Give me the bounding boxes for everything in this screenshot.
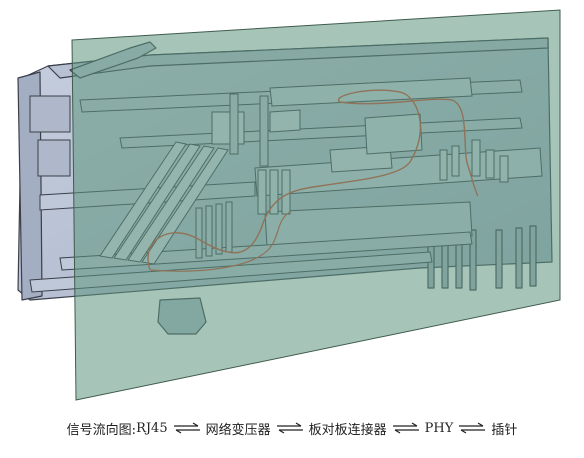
stage-network-transformer: 网络变压器 [205,422,271,438]
stage-pins: 插针 [491,422,518,438]
section-plane [71,9,561,401]
bidirectional-arrow-icon [276,422,303,434]
stage-phy: PHY [424,420,454,436]
stage-board-to-board-connector: 板对板连接器 [308,422,387,438]
cross-section-figure [17,9,561,401]
stage-rj45: RJ45 [136,420,168,436]
caption-prefix: 信号流向图: [66,422,137,438]
connector-cutaway-drawing [17,9,561,401]
bidirectional-arrow-icon [459,422,486,434]
bidirectional-arrow-icon [392,422,419,434]
bidirectional-arrow-icon [173,422,200,434]
signal-flow-caption: 信号流向图: RJ45 网络变压器 板对板连接器 PHY 插针 [0,408,584,448]
